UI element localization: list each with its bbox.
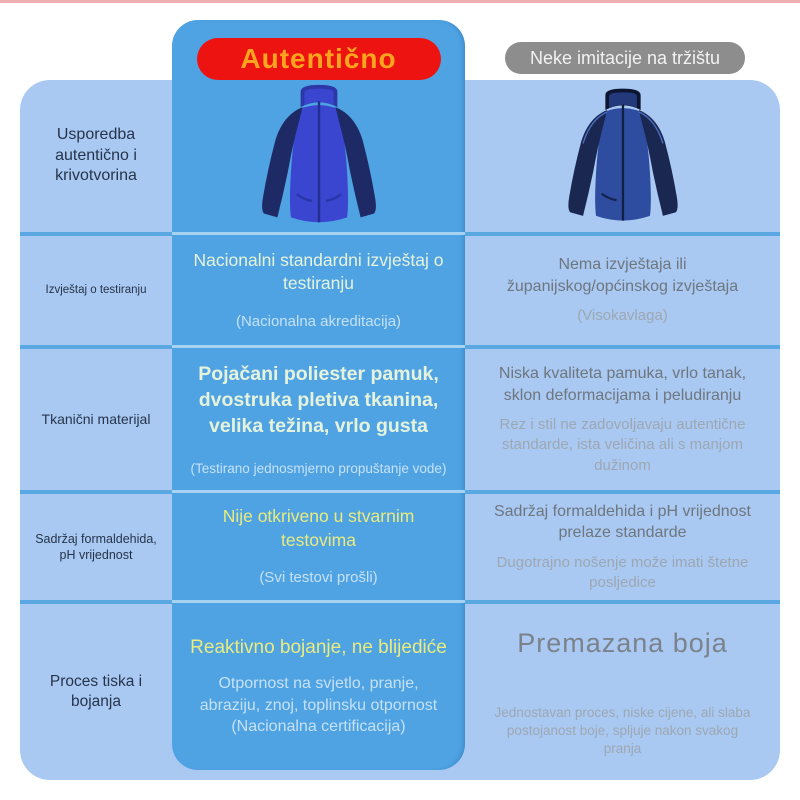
- label-cell-formaldehyde: Sadržaj formaldehida, pH vrijednost: [20, 490, 172, 600]
- imitation-formaldehyde-cell: Sadržaj formaldehida i pH vrijednost pre…: [465, 490, 780, 600]
- imitation-main-text: Sadržaj formaldehida i pH vrijednost pre…: [493, 502, 751, 542]
- authentic-dyeing-cell: Reaktivno bojanje, ne blijediće Otpornos…: [172, 600, 465, 770]
- authentic-testing-cell: Nacionalni standardni izvještaj o testir…: [172, 232, 465, 345]
- imitation-column: Nema izvještaja ili županijskog/općinsko…: [465, 80, 780, 780]
- imitation-main-text: Niska kvaliteta pamuka, vrlo tanak, sklo…: [498, 365, 747, 404]
- imitation-testing-cell: Nema izvještaja ili županijskog/općinsko…: [465, 232, 780, 345]
- authentic-note-text: (Nacionalna akreditacija): [235, 312, 402, 330]
- authentic-main-text: Pojačani poliester pamuk, dvostruka plet…: [198, 362, 439, 438]
- authentic-note-text: Otpornost na svjetlo, pranje, abraziju, …: [199, 674, 438, 736]
- authentic-fabric-cell: Pojačani poliester pamuk, dvostruka plet…: [172, 345, 465, 490]
- imitation-badge: Neke imitacije na tržištu: [505, 42, 745, 74]
- header-row-label: Usporedba autentično i krivotvorina: [55, 125, 137, 185]
- imitation-header-cell: [465, 80, 780, 232]
- label-cell-testing: Izvještaj o testiranju: [20, 232, 172, 345]
- authentic-main-text: Reaktivno bojanje, ne blijediće: [190, 637, 447, 659]
- authentic-badge: Autentično: [196, 38, 441, 80]
- authentic-main-text: Nije otkriveno u stvarnim testovima: [222, 506, 415, 550]
- imitation-main-text: Premazana boja: [517, 628, 728, 659]
- row-label: Proces tiska i bojanja: [49, 672, 143, 710]
- row-label: Sadržaj formaldehida, pH vrijednost: [35, 531, 157, 562]
- authentic-note-text: (Svi testovi prošli): [259, 569, 378, 587]
- imitation-note-text: Jednostavan proces, niske cijene, ali sl…: [494, 704, 751, 757]
- label-cell-dyeing: Proces tiska i bojanja: [20, 600, 172, 780]
- top-accent-line: [0, 0, 800, 3]
- row-label: Izvještaj o testiranju: [45, 284, 147, 297]
- authentic-column: Autentično Nacionalni standardni izvješt…: [172, 20, 465, 770]
- authentic-jacket-image: [261, 84, 376, 223]
- imitation-note-text: Dugotrajno nošenje može imati štetne pos…: [496, 553, 749, 592]
- row-label: Tkanični materijal: [41, 411, 151, 428]
- imitation-fabric-cell: Niska kvaliteta pamuka, vrlo tanak, sklo…: [465, 345, 780, 490]
- authentic-formaldehyde-cell: Nije otkriveno u stvarnim testovima (Svi…: [172, 490, 465, 600]
- label-cell-header: Usporedba autentično i krivotvorina: [20, 80, 172, 232]
- imitation-note-text: Rez i stil ne zadovoljavaju autentične s…: [499, 416, 746, 474]
- imitation-dyeing-cell: Premazana boja Jednostavan proces, niske…: [465, 600, 780, 780]
- authentic-header-cell: Autentično: [172, 20, 465, 232]
- authentic-main-text: Nacionalni standardni izvještaj o testir…: [193, 249, 444, 294]
- imitation-note-text: (Visokavlaga): [577, 307, 668, 325]
- imitation-main-text: Nema izvještaja ili županijskog/općinsko…: [506, 256, 739, 295]
- authentic-note-text: (Testirano jednosmjerno propuštanje vode…: [190, 460, 447, 476]
- imitation-jacket-image: [567, 88, 678, 221]
- row-label-column: Usporedba autentično i krivotvorina Izvj…: [20, 80, 172, 780]
- label-cell-fabric: Tkanični materijal: [20, 345, 172, 490]
